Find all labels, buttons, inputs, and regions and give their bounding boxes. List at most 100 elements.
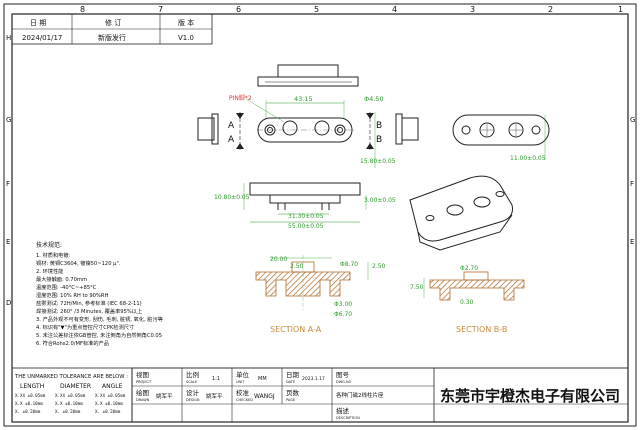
tech-note-line: 2. 环境性能 [36,267,63,275]
section-cut-b: B B [366,112,382,150]
tb-drawn-sub: DRAWN [136,398,150,402]
tolerance-cell: X.XX ±0.05mm [15,393,46,398]
frame-letter: E [630,238,634,246]
tech-notes-title: 技术规范: [36,241,62,249]
dim-sa1: 20.00 [270,256,287,263]
cut-label-b-top: B [376,121,382,131]
dim-sa4: 2.50 [372,263,386,270]
dim-h1: 15.80±0.05 [360,158,396,165]
dim-h4: 3.00±0.05 [364,197,396,204]
tb-view-label: 视图 [136,370,149,379]
frame-number: 2 [548,5,553,14]
top-view-boss [277,64,339,78]
tech-note-line: 温度范围: -40°C~+85°C [36,283,97,291]
title-block: 视图 PROJECT 比例 SCALE 1:1 单位 UNIT MM 日期 DA… [131,367,629,423]
frame-top-numbers: 8 7 6 5 4 3 2 1 [80,5,623,14]
tech-note-line: 1. 材质和电镀: [36,251,71,259]
side-elevation-dims: 10.80±0.05 3.00±0.05 31.30±0.05 55.00±0.… [214,183,396,230]
frame-letter: G [6,116,11,124]
frame-letter: H [6,34,11,42]
revision-note: 新版发行 [98,33,126,42]
dim-sa3: Φ8.70 [340,261,358,268]
tolerance-header: DIAMETER [60,383,91,390]
front-view-pin-right [314,120,330,136]
dim-h3: 10.80±0.05 [214,194,250,201]
revision-table: 日 期 修 订 版 本 2024/01/17 新版发行 V1.0 [11,13,213,45]
tech-note-line: 湿度范围: 10% RH to 90%RH [36,291,108,299]
section-a-label: SECTION A-A [270,325,322,334]
frame-number: 7 [158,5,163,14]
tb-view-sub: PROJECT [136,380,152,384]
tb-unit-label: 单位 [236,370,250,379]
frame-letter: F [6,180,10,188]
tb-unit-sub: UNIT [236,380,245,384]
frame-number: 6 [236,5,241,14]
tech-note-line: 铜材: 黄铜C3604, 镀镍50~120 μ". [36,259,121,267]
frame-letter: G [630,116,635,124]
frame-letter: D [6,299,11,307]
dim-sb3: 0.30 [460,299,474,306]
tb-design-sub: DESIGN [186,398,200,402]
tolerance-cell: X.X ±0.10mm [95,401,123,406]
front-view-dimensions: 43.15 Φ4.50 PIN脚*2 15.80±0.05 [229,94,396,168]
top-view-base [257,76,359,87]
dim-sb2: 7.50 [410,284,424,291]
cut-label-a-bottom: A [228,135,235,145]
tolerance-block: THE UNMARKED TOLERANCE ARE BELOW : LENGT… [11,367,133,423]
tb-page-label: 页数 [286,388,300,397]
tb-date-label: 日期 [286,371,300,379]
tolerance-header: ANGLE [102,383,123,390]
tb-date-sub: DATE [286,380,295,384]
tolerance-cell: X.XX ±0.05mm [95,393,126,398]
tb-check-value: WANGJ [254,393,275,400]
revision-date: 2024/01/17 [22,34,62,42]
cut-label-b-bottom: B [376,135,382,145]
front-view-outline [257,117,353,143]
tolerance-cell: X.X ±0.10mm [15,401,43,406]
frame-number: 4 [392,5,397,14]
dim-43: 43.15 [294,95,313,103]
isometric-view [409,175,513,251]
tolerance-cell: X. ±0.20mm [95,409,121,414]
tech-note-line: 4. 标识有"▼"为重点管控尺寸CPK检测尺寸 [36,323,134,331]
tolerance-cell: X. ±0.20mm [15,409,41,414]
tb-check-sub: CHECKED [236,398,253,402]
frame-number: 8 [80,5,85,14]
tb-scale-value: 1:1 [212,376,220,382]
dim-w1: 31.30±0.05 [288,213,324,220]
section-b-dims: Φ2.70 7.50 0.30 SECTION B-B [410,265,507,334]
right-side-view [395,113,419,145]
frame-number: 5 [314,5,319,14]
section-b-label: SECTION B-B [456,325,507,334]
tech-note-line: 焊接测试: 260° /3 Minutes, 覆盖率95%以上 [36,307,142,315]
cut-label-a-top: A [228,121,235,131]
tb-scale-sub: SCALE [186,380,197,384]
dim-pin: PIN脚*2 [229,94,252,102]
tb-part-value: 各种门磁2线柱片座 [336,391,384,399]
oblique-top-view [452,114,550,146]
oblique-top-dims: 11.00±0.05 [510,115,546,162]
section-b-view [429,271,525,301]
tech-note-line: 最大接触面: 0.70mm [36,275,87,283]
frame-letter: F [630,180,634,188]
dim-h2: 11.00±0.05 [510,155,546,162]
section-cut-a: A A [228,112,244,150]
tech-note-line: 3. 产品外观不可有变形, 刮伤, 毛刺, 脏锈, 氧化, 脏污等 [36,315,163,323]
section-a-dims: 20.00 2.50 Φ8.70 2.50 Φ3.00 Φ6.70 SECTIO… [270,256,386,334]
dim-sb1: Φ2.70 [460,265,478,272]
outer-frame [3,3,637,427]
frame-number: 1 [618,5,623,14]
tb-check-label: 校准 [236,388,250,397]
tb-page-sub: PAGE [286,398,295,402]
dim-hole: Φ4.50 [364,95,384,103]
tolerance-cell: X.X ±0.10mm [55,401,83,406]
revision-header-ver: 版 本 [178,18,194,27]
front-view [257,117,354,143]
top-view [257,64,359,87]
frame-letter: E [6,238,10,246]
tech-note-line: 盐雾测试: 72H/Min, 参考标准 (IEC 68-2-11) [36,299,142,307]
tolerance-title: THE UNMARKED TOLERANCE ARE BELOW : [14,374,128,380]
tb-unit-value: MM [258,376,267,382]
